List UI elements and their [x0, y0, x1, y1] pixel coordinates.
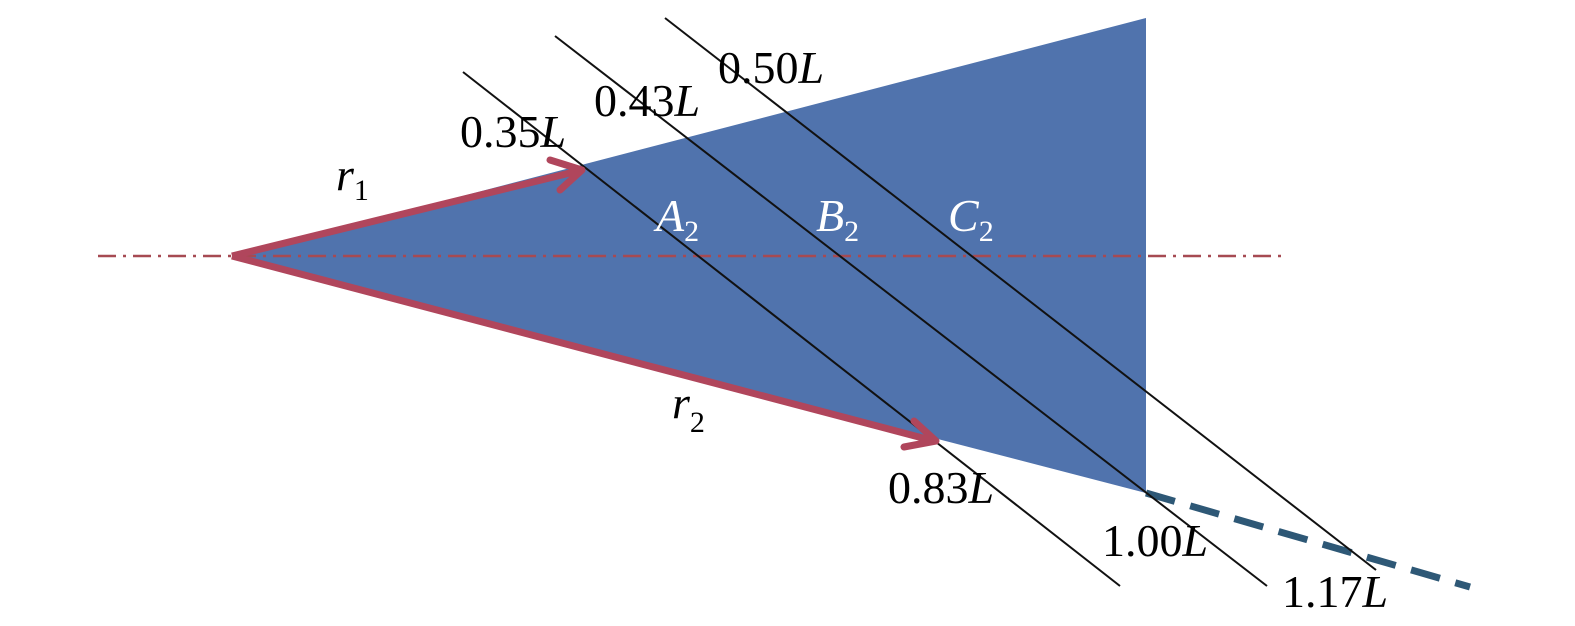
station-label-0-35: 0.35L — [460, 106, 566, 157]
station-label-0-50: 0.50L — [718, 42, 824, 93]
vector-r2-line — [231, 252, 935, 445]
vector-r2-arrowhead — [900, 417, 940, 451]
section-line-a — [462, 71, 1121, 587]
station-label-0-43: 0.43L — [594, 75, 700, 126]
section-line-c — [664, 17, 1377, 571]
dashed-extension-line — [1145, 489, 1471, 591]
region-label-a2: A2 — [653, 190, 699, 248]
vector-r2-label: r2 — [672, 377, 705, 439]
station-label-1-00: 1.00L — [1102, 515, 1208, 566]
vector-r1-arrowhead — [546, 156, 586, 194]
region-label-c2: C2 — [948, 190, 994, 248]
station-label-0-83: 0.83L — [888, 462, 994, 513]
region-label-b2: B2 — [816, 190, 859, 248]
section-line-b — [554, 35, 1268, 587]
station-label-1-17: 1.17L — [1282, 566, 1388, 617]
triangle-planform — [232, 18, 1146, 493]
vector-r1-label: r1 — [336, 149, 369, 207]
vector-r1-line — [231, 167, 579, 260]
